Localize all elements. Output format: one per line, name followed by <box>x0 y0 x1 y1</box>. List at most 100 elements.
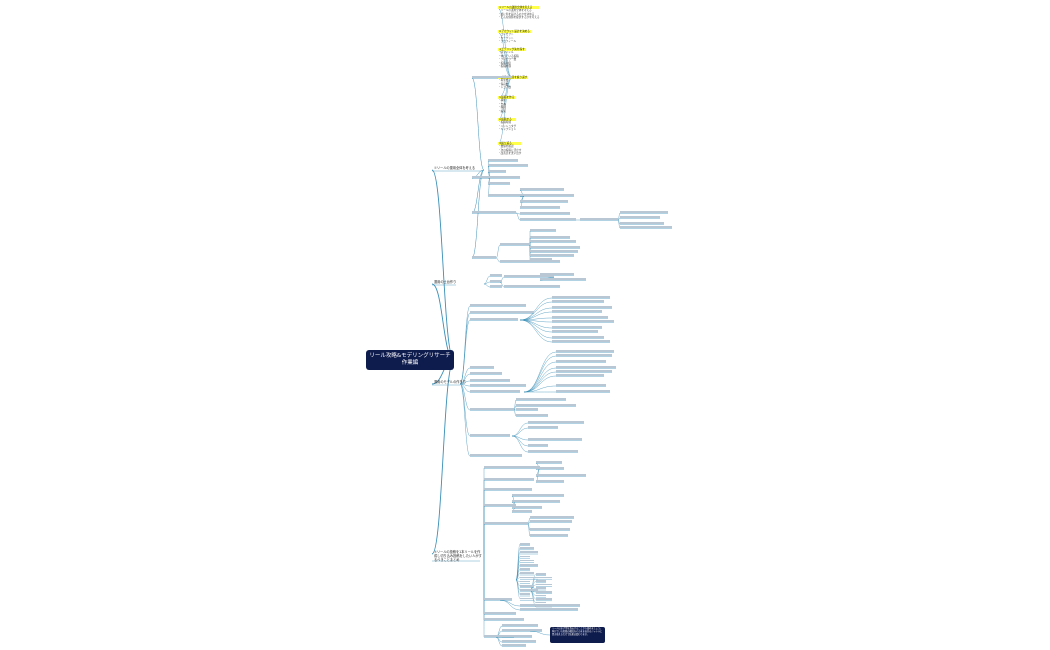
mindmap-leaf-node[interactable] <box>530 236 570 238</box>
mindmap-leaf-node[interactable] <box>530 534 568 536</box>
mindmap-leaf-node[interactable] <box>516 398 566 400</box>
mindmap-leaf-node[interactable] <box>502 640 536 642</box>
mindmap-leaf-node[interactable] <box>520 576 538 579</box>
mindmap-leaf-node[interactable] <box>512 506 542 508</box>
note-card[interactable]: ⑦振り返る・数値を確認・次の投稿に活かす・改善点を洗い出す <box>498 142 522 156</box>
mindmap-leaf-node[interactable] <box>520 568 530 570</box>
mindmap-leaf-node[interactable] <box>470 311 534 313</box>
mindmap-leaf-node[interactable] <box>530 520 572 522</box>
mindmap-leaf-node[interactable] <box>516 408 538 410</box>
mindmap-leaf-node[interactable] <box>552 330 598 332</box>
mindmap-leaf-node[interactable] <box>484 504 516 506</box>
mindmap-leaf-node[interactable] <box>470 384 526 386</box>
mindmap-leaf-node[interactable] <box>520 572 534 574</box>
mindmap-leaf-node[interactable] <box>536 467 564 469</box>
branch-label-4[interactable]: ②リールの投稿を1本リールを作成し切り込み投稿をしたい人がするべきことまとめ <box>434 550 482 562</box>
mindmap-leaf-node[interactable] <box>536 461 562 463</box>
mindmap-leaf-node[interactable] <box>488 164 528 166</box>
mindmap-leaf-node[interactable] <box>536 474 586 476</box>
mindmap-leaf-node[interactable] <box>536 605 552 607</box>
mindmap-leaf-node[interactable] <box>484 466 540 468</box>
mindmap-leaf-node[interactable] <box>556 354 612 356</box>
mindmap-leaf-node[interactable] <box>470 408 514 410</box>
mindmap-leaf-node[interactable] <box>488 170 506 172</box>
mindmap-leaf-node[interactable] <box>484 478 534 480</box>
mindmap-leaf-node[interactable] <box>556 390 610 392</box>
note-card[interactable]: ②アカウント設計を決める・コンセプト・ターゲット・プロフィール <box>498 30 531 44</box>
mindmap-leaf-node[interactable] <box>530 229 556 231</box>
mindmap-leaf-node[interactable] <box>484 598 512 600</box>
mindmap-leaf-node[interactable] <box>472 176 488 178</box>
branch-label-1[interactable]: ①リールの運用全体を考える <box>434 166 476 170</box>
mindmap-leaf-node[interactable] <box>556 366 616 368</box>
mindmap-leaf-node[interactable] <box>488 182 510 184</box>
mindmap-leaf-node[interactable] <box>580 218 618 220</box>
root-node[interactable]: リール攻略&モデリングリサーチ作業編 <box>366 350 454 370</box>
mindmap-leaf-node[interactable] <box>504 275 554 277</box>
mindmap-leaf-node[interactable] <box>488 194 524 196</box>
mindmap-leaf-node[interactable] <box>552 316 608 318</box>
mindmap-leaf-node[interactable] <box>540 278 586 280</box>
mindmap-leaf-node[interactable] <box>484 488 532 490</box>
mindmap-leaf-node[interactable] <box>520 200 568 202</box>
mindmap-leaf-node[interactable] <box>516 414 548 416</box>
mindmap-leaf-node[interactable] <box>620 226 672 228</box>
mindmap-leaf-node[interactable] <box>520 589 538 591</box>
mindmap-leaf-node[interactable] <box>484 618 524 620</box>
mindmap-leaf-node[interactable] <box>552 340 610 342</box>
mindmap-leaf-node[interactable] <box>528 438 582 440</box>
mindmap-leaf-node[interactable] <box>552 326 602 328</box>
mindmap-leaf-node[interactable] <box>528 444 548 446</box>
mindmap-leaf-node[interactable] <box>552 306 612 308</box>
mindmap-leaf-node[interactable] <box>472 256 496 258</box>
mindmap-leaf-node[interactable] <box>520 593 530 595</box>
mindmap-leaf-node[interactable] <box>500 260 560 262</box>
mindmap-leaf-node[interactable] <box>552 320 614 322</box>
mindmap-leaf-node[interactable] <box>520 543 530 545</box>
mindmap-leaf-node[interactable] <box>512 510 532 512</box>
mindmap-leaf-node[interactable] <box>490 280 502 282</box>
mindmap-leaf-node[interactable] <box>536 576 552 579</box>
note-card[interactable]: ④分析と改善を繰り返す・再生数・保存数・シェア数 <box>498 76 529 90</box>
mindmap-leaf-node[interactable] <box>620 216 660 218</box>
mindmap-leaf-node[interactable] <box>488 159 518 161</box>
mindmap-leaf-node[interactable] <box>520 218 576 220</box>
note-card[interactable]: ⑥投稿する・投稿時間・ハッシュタグ・キャプション <box>498 118 517 132</box>
mindmap-leaf-node[interactable] <box>520 212 570 214</box>
mindmap-leaf-node[interactable] <box>520 188 564 190</box>
mindmap-leaf-node[interactable] <box>552 336 604 338</box>
mindmap-leaf-node[interactable] <box>620 222 664 224</box>
mindmap-leaf-node[interactable] <box>530 254 574 256</box>
mindmap-leaf-node[interactable] <box>556 370 612 372</box>
mindmap-leaf-node[interactable] <box>620 211 668 213</box>
mindmap-leaf-node[interactable] <box>520 585 534 587</box>
mindmap-leaf-node[interactable] <box>490 285 502 287</box>
mindmap-leaf-node[interactable] <box>470 318 518 320</box>
mindmap-leaf-node[interactable] <box>520 194 574 196</box>
mindmap-leaf-node[interactable] <box>556 384 606 386</box>
mindmap-leaf-node[interactable] <box>540 273 574 275</box>
note-card[interactable]: ①リールの運用全体を考える・リールの運用全体を考える・誰に何を届けるのかを決める… <box>498 6 540 20</box>
mindmap-leaf-node[interactable] <box>490 274 502 276</box>
mindmap-leaf-node[interactable] <box>502 629 542 631</box>
mindmap-leaf-node[interactable] <box>502 644 526 646</box>
mindmap-leaf-node[interactable] <box>530 246 580 248</box>
mindmap-leaf-node[interactable] <box>500 243 530 245</box>
mindmap-leaf-node[interactable] <box>520 608 578 610</box>
mindmap-leaf-node[interactable] <box>552 296 610 298</box>
mindmap-leaf-node[interactable] <box>470 390 520 392</box>
mindmap-leaf-node[interactable] <box>520 564 538 566</box>
mindmap-leaf-node[interactable] <box>520 604 580 606</box>
mindmap-leaf-node[interactable] <box>536 480 564 482</box>
mindmap-leaf-node[interactable] <box>472 76 512 78</box>
mindmap-leaf-node[interactable] <box>528 450 578 452</box>
mindmap-leaf-node[interactable] <box>472 211 516 213</box>
mindmap-leaf-node[interactable] <box>488 176 520 178</box>
mindmap-leaf-node[interactable] <box>536 598 552 600</box>
mindmap-leaf-node[interactable] <box>520 559 534 562</box>
mindmap-leaf-node[interactable] <box>520 547 534 549</box>
mindmap-leaf-node[interactable] <box>502 635 532 637</box>
mindmap-leaf-node[interactable] <box>470 366 494 368</box>
mindmap-leaf-node[interactable] <box>470 454 522 456</box>
mindmap-leaf-node[interactable] <box>536 594 546 597</box>
